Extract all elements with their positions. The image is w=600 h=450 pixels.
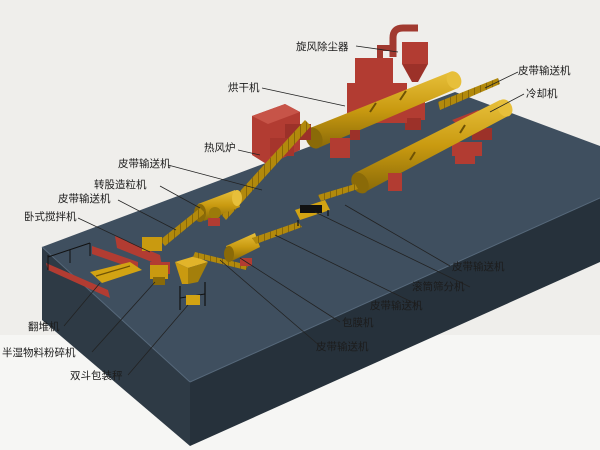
label-belt-conveyor-right: 皮带输送机	[452, 260, 505, 273]
leader-lines	[63, 45, 525, 376]
label-belt-conveyor-center: 皮带输送机	[370, 299, 423, 312]
double-bucket-scale	[175, 256, 208, 310]
belt-conveyor-left	[160, 208, 205, 246]
platform	[41, 92, 600, 446]
belt-conveyor-right	[318, 184, 358, 201]
label-double-bucket-scale: 双斗包装秤	[70, 369, 123, 382]
label-cooler: 冷却机	[526, 87, 558, 100]
compost-turner	[46, 242, 142, 298]
semi-wet-crusher	[150, 265, 168, 285]
label-cyclone: 旋风除尘器	[296, 40, 349, 53]
label-belt-conveyor-upper-left: 皮带输送机	[118, 157, 171, 170]
label-belt-conveyor-top-right: 皮带输送机	[518, 64, 571, 77]
drum-screener	[295, 200, 330, 226]
label-belt-conveyor-bottom: 皮带输送机	[316, 340, 369, 353]
belt-conveyor-upper-left	[220, 120, 311, 220]
label-drum-granulator: 转股造粒机	[94, 178, 147, 191]
label-hot-air-furnace: 热风炉	[204, 141, 236, 154]
belt-conveyor-center	[252, 222, 302, 244]
labels: 旋风除尘器 烘干机 皮带输送机 冷却机 热风炉 皮带输送机 转股造粒机 皮带输送…	[2, 40, 571, 382]
cyclone-dust-collector	[355, 24, 428, 130]
dryer-machine	[305, 71, 462, 158]
label-horizontal-mixer: 卧式搅拌机	[24, 210, 77, 223]
label-compost-turner: 翻堆机	[28, 320, 60, 333]
label-drum-screener: 滚筒筛分机	[412, 280, 465, 293]
belt-conveyor-bottom	[193, 252, 248, 270]
belt-conveyor-top-right	[438, 78, 500, 110]
cooler-machine	[351, 99, 513, 194]
label-dryer: 烘干机	[228, 81, 260, 94]
label-coating-machine: 包膜机	[342, 316, 374, 329]
label-semi-wet-crusher: 半湿物料粉碎机	[2, 346, 76, 359]
label-belt-conveyor-left: 皮带输送机	[58, 192, 111, 205]
